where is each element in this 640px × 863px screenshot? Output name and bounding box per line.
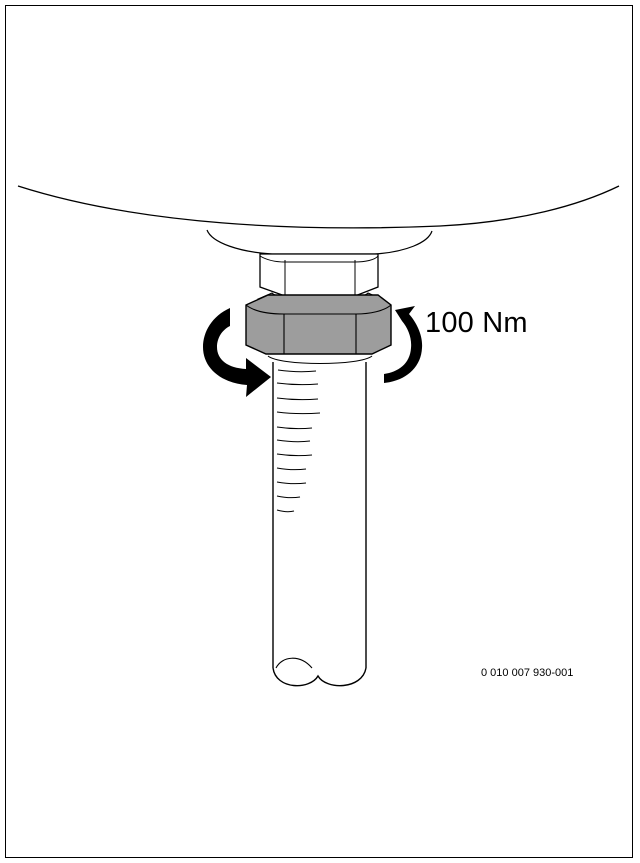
tank-bottom-outline <box>17 185 620 229</box>
torque-label: 100 Nm <box>425 307 528 339</box>
thread-marks <box>276 369 321 513</box>
rotation-arrow-right-icon <box>384 306 423 383</box>
upper-hex-fitting <box>259 253 379 297</box>
pipe <box>272 362 367 687</box>
hex-nut <box>245 292 392 364</box>
tank-collar <box>206 229 433 255</box>
document-code: 0 010 007 930-001 <box>481 667 574 679</box>
diagram-frame <box>5 5 633 858</box>
rotation-arrow-left-icon <box>203 308 271 397</box>
